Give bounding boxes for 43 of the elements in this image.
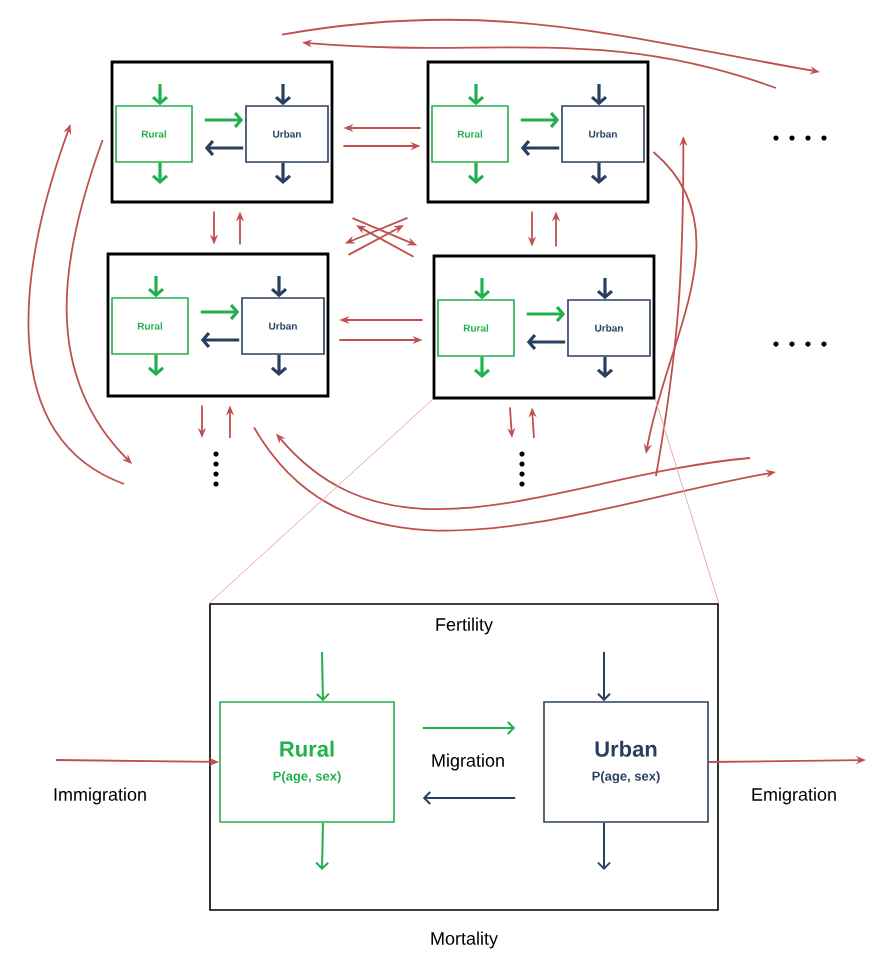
arrow [597,651,611,702]
arrow [200,303,240,321]
arrow [590,162,608,184]
arrow [526,333,566,351]
arrow [274,84,292,106]
edge-label: Immigration [51,785,149,807]
arrow [422,791,517,805]
arrow [421,721,516,735]
arrow [526,305,566,323]
arrow [467,162,485,184]
arrow [596,278,614,300]
arrow [151,84,169,106]
arrow [597,821,611,870]
region-box [106,252,330,398]
arrow [274,162,292,184]
arrow [520,139,560,157]
arrow [315,821,330,870]
arrow [204,111,244,129]
region-box [110,60,334,204]
edge-label: Migration [429,751,507,773]
arrow [204,139,244,157]
arrow [151,162,169,184]
region-box [432,254,656,400]
region-box [209,603,719,911]
arrow [520,111,560,129]
process-label: Fertility [436,617,493,635]
arrow [467,84,485,106]
arrow [270,354,288,376]
region-box [426,60,650,204]
arrow [270,276,288,298]
zoom-line [654,398,720,604]
curved-arrow [65,139,132,464]
arrow [473,356,491,378]
arrow [596,356,614,378]
arrow [147,354,165,376]
process-label: Mortality [431,931,498,949]
edge-label: Emigration [749,785,839,807]
arrow [315,651,330,702]
arrow [473,278,491,300]
arrow [200,331,240,349]
arrow [147,276,165,298]
zoom-line [208,398,434,604]
arrow [590,84,608,106]
